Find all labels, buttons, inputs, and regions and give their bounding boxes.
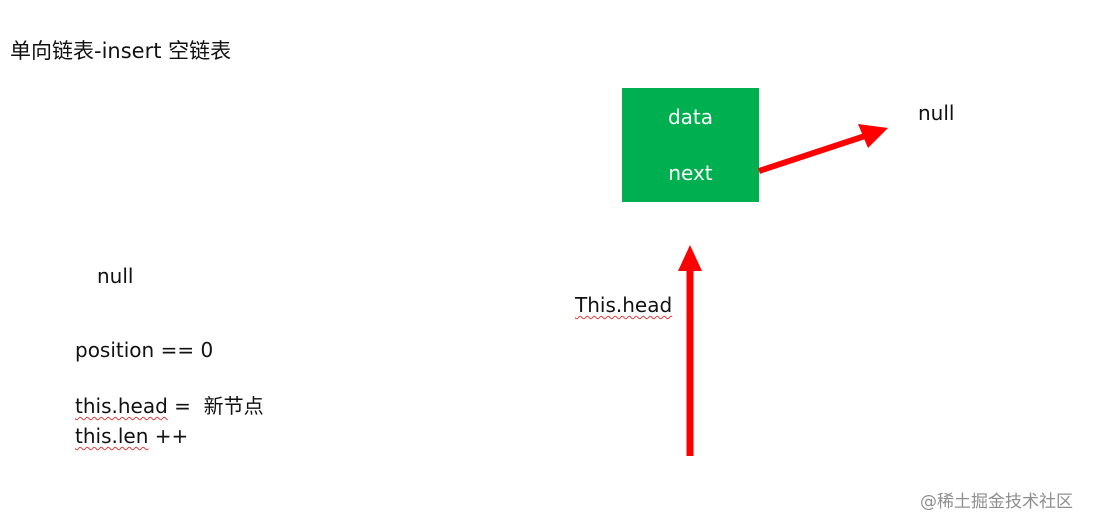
head-pointer-arrow [678, 245, 702, 456]
next-pointer-arrow [758, 124, 888, 174]
head-assignment-keyword: this.head [75, 394, 168, 418]
head-pointer-label: This.head [575, 293, 673, 317]
position-condition: position == 0 [75, 338, 214, 362]
head-pointer-head [678, 245, 702, 271]
length-increment-keyword: this.len [75, 424, 149, 448]
head-assignment-value: = 新节点 [167, 394, 264, 418]
diagram-title: 单向链表-insert 空链表 [10, 39, 232, 63]
node-next-field: next [668, 161, 713, 185]
length-increment-op: ++ [148, 424, 189, 448]
length-increment: this.len ++ [75, 426, 188, 446]
list-node: data next [622, 88, 759, 202]
empty-list-null-label: null [97, 264, 134, 288]
node-data-field: data [667, 105, 714, 129]
watermark: @稀土掘金技术社区 [920, 492, 1073, 512]
head-assignment: this.head = 新节点 [75, 396, 264, 416]
next-pointer-shaft [758, 132, 869, 174]
next-null-label: null [918, 101, 955, 125]
next-pointer-head [858, 124, 888, 148]
